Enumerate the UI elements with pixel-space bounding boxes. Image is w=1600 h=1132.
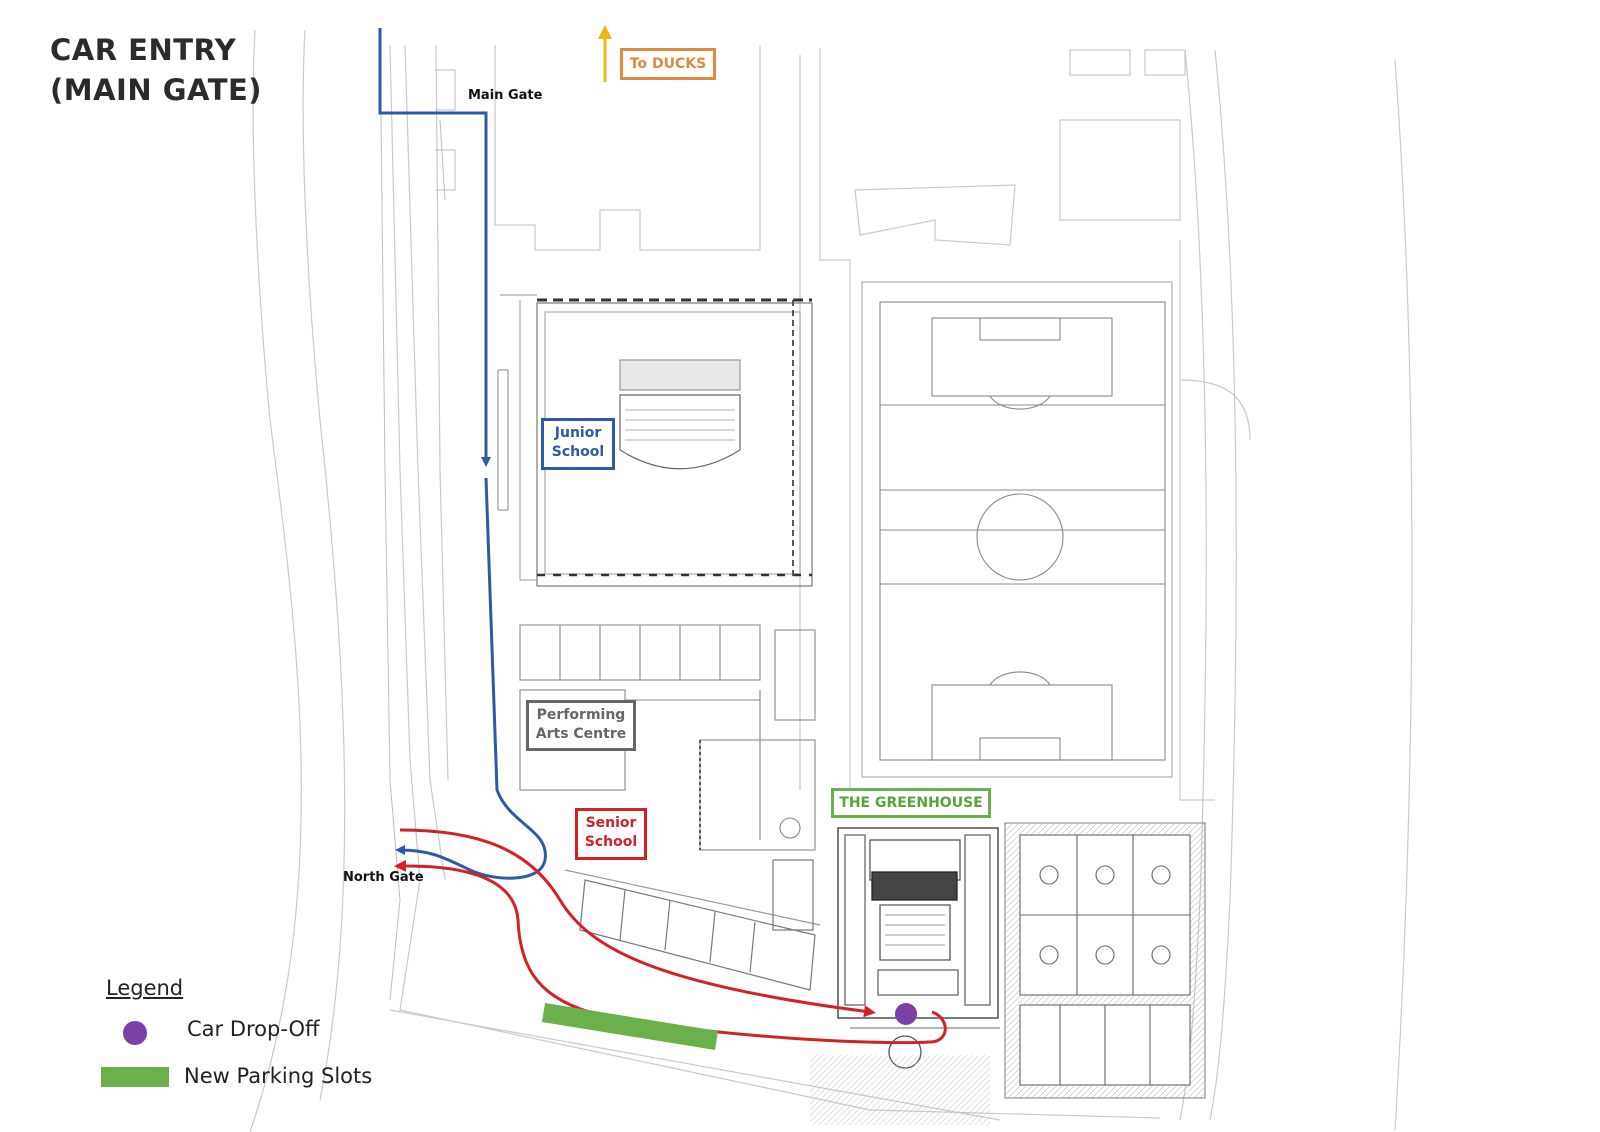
performing-arts-label: Performing Arts Centre xyxy=(526,700,636,751)
new-parking-slots xyxy=(542,1003,718,1050)
drop-off-legend-icon xyxy=(123,1021,147,1045)
performing-arts-line-1: Performing xyxy=(536,707,626,723)
entry-route xyxy=(378,28,491,467)
junior-school-line-1: Junior xyxy=(554,425,602,441)
parking-legend-label: New Parking Slots xyxy=(184,1064,373,1088)
greenhouse-label: THE GREENHOUSE xyxy=(831,788,991,818)
senior-school-line-1: Senior xyxy=(585,815,637,831)
exit-route-outer xyxy=(399,828,876,1018)
title-line-1: CAR ENTRY xyxy=(50,33,237,67)
drop-off-legend-label: Car Drop-Off xyxy=(187,1017,320,1041)
basketball-courts xyxy=(1004,822,1206,1099)
football-field xyxy=(861,281,1173,778)
to-ducks-label: To DUCKS xyxy=(620,48,716,80)
to-ducks-text: To DUCKS xyxy=(629,56,707,72)
legend-title: Legend xyxy=(106,976,184,1000)
car-drop-off-point xyxy=(895,1003,917,1025)
senior-school-building xyxy=(564,859,821,991)
main-road xyxy=(379,29,456,1001)
title-line-2: (MAIN GATE) xyxy=(50,73,263,107)
north-gate-label: North Gate xyxy=(343,870,424,885)
senior-school-line-2: School xyxy=(584,834,638,850)
performing-arts-line-2: Arts Centre xyxy=(535,726,627,742)
greenhouse-plaza xyxy=(810,1055,990,1125)
greenhouse-text: THE GREENHOUSE xyxy=(839,795,983,811)
entry-route-continued xyxy=(395,477,547,880)
senior-school-label: Senior School xyxy=(575,808,647,860)
greenhouse-building xyxy=(837,827,1000,1069)
parking-legend-swatch xyxy=(101,1067,169,1087)
main-gate-label: Main Gate xyxy=(468,88,543,103)
site-outline xyxy=(249,29,1413,1132)
map-title: CAR ENTRY (MAIN GATE) xyxy=(50,30,262,110)
junior-school-line-2: School xyxy=(551,444,605,460)
junior-school-label: Junior School xyxy=(541,418,615,470)
